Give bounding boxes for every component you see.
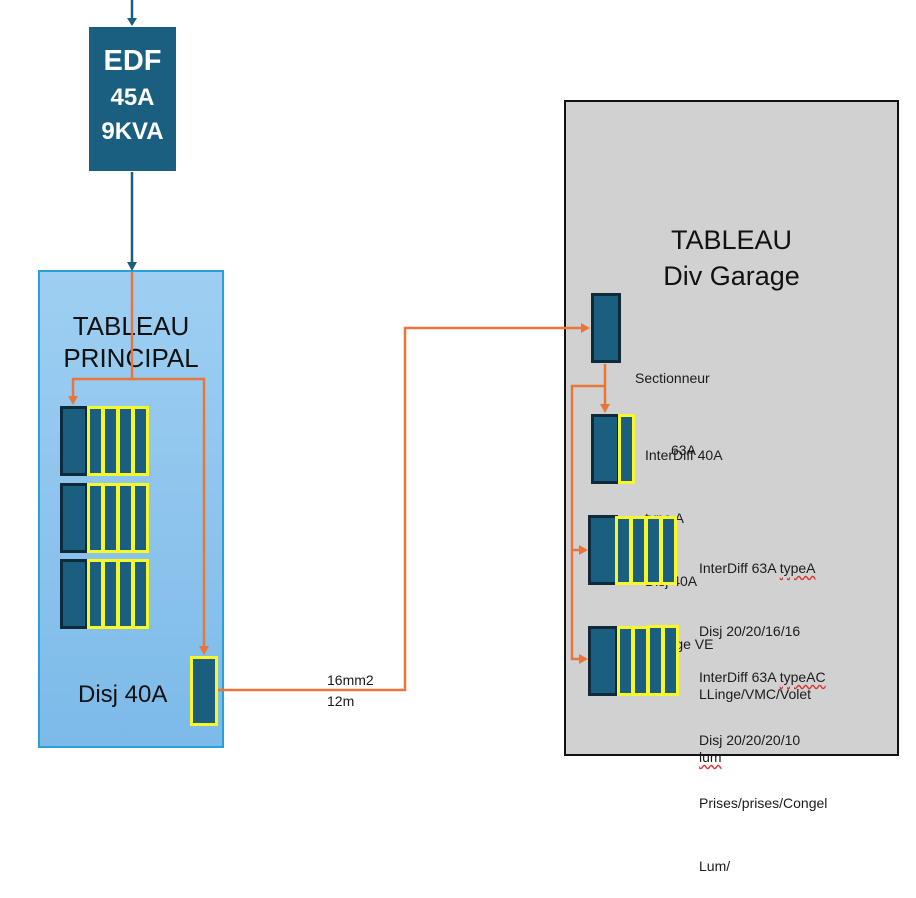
spellcheck-word: typeAC <box>779 669 826 685</box>
breaker[interactable] <box>660 516 677 585</box>
outgoing-breaker-label: Disj 40A <box>78 681 168 708</box>
ev-differential[interactable] <box>591 414 620 484</box>
isolator-63a[interactable] <box>591 293 621 363</box>
garage-panel-title-line1: TABLEAU <box>670 225 793 255</box>
ev-breaker[interactable] <box>618 414 635 484</box>
supply-input-arrow <box>127 18 137 26</box>
cable-length-label: 12m <box>327 693 355 709</box>
circuit-3-line: Prises/prises/Congel <box>699 795 828 811</box>
main-differential-2[interactable] <box>60 483 88 553</box>
circuit-1-line: InterDiff 40A <box>645 447 723 463</box>
breaker[interactable] <box>132 406 149 476</box>
circuit-2-line: InterDiff 63A typeA <box>699 558 816 579</box>
garage-panel-title: TABLEAU Div Garage <box>566 222 897 294</box>
cable-section-label: 16mm2 <box>327 672 374 688</box>
supply-current: 45A <box>110 84 155 111</box>
circuit-1-label: InterDiff 40A type A Disj 40A Charge VE <box>645 403 723 676</box>
circuit-3-line: Disj 20/20/20/10 <box>699 732 801 748</box>
isolator-label-line1: Sectionneur <box>635 370 710 386</box>
outgoing-breaker-40a[interactable] <box>190 656 218 726</box>
spellcheck-word: typeA <box>779 560 816 576</box>
circuit-2-line-text: lum <box>699 749 722 765</box>
circuit-2-line-text: InterDiff 63A typeA <box>699 560 816 576</box>
circuit-3-line: InterDiff 63A typeAC <box>699 669 826 685</box>
breaker[interactable] <box>132 559 149 629</box>
main-differential-1[interactable] <box>60 406 88 476</box>
differential-63a-typeac[interactable] <box>588 626 618 696</box>
wiring-diagram <box>127 0 137 262</box>
main-panel-title-line1: TABLEAU <box>72 311 190 341</box>
circuit-2-line: lum <box>699 747 816 768</box>
breaker[interactable] <box>132 483 149 553</box>
circuit-3-label: InterDiff 63A typeAC Disj 20/20/20/10 Pr… <box>699 625 827 898</box>
circuit-2-line: LLinge/VMC/Volet <box>699 686 812 702</box>
garage-panel-title-line2: Div Garage <box>663 261 800 291</box>
supply-name: EDF <box>103 45 162 77</box>
isolator-label: Sectionneur 63A <box>635 318 710 486</box>
circuit-2-line: Disj 20/20/16/16 <box>699 623 801 639</box>
circuit-3-line: Lum/ <box>699 858 731 874</box>
main-panel-title: TABLEAU PRINCIPAL <box>40 310 222 374</box>
main-panel-title-line2: PRINCIPAL <box>63 343 199 373</box>
main-differential-3[interactable] <box>60 559 88 629</box>
breaker[interactable] <box>662 625 679 696</box>
edf-supply-box: EDF 45A 9KVA <box>89 27 176 171</box>
isolator-label-line2: 63A <box>671 442 696 458</box>
supply-power: 9KVA <box>101 118 164 145</box>
differential-63a-typea[interactable] <box>588 515 618 585</box>
circuit-2-label: InterDiff 63A typeA Disj 20/20/16/16 LLi… <box>699 516 816 789</box>
